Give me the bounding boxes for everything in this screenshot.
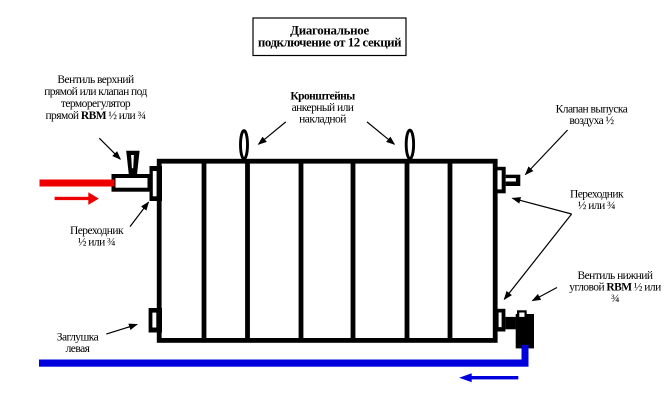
svg-text:Кронштейны: Кронштейны <box>290 90 355 102</box>
svg-text:Вентиль нижний: Вентиль нижний <box>578 270 653 282</box>
svg-text:воздуха ½: воздуха ½ <box>569 115 614 127</box>
svg-text:Клапан выпуска: Клапан выпуска <box>556 103 628 115</box>
svg-text:Вентиль верхний: Вентиль верхний <box>57 74 134 86</box>
svg-text:накладной: накладной <box>299 113 346 125</box>
svg-text:¾: ¾ <box>611 293 619 305</box>
svg-text:левая: левая <box>66 343 91 355</box>
svg-text:½ или ¾: ½ или ¾ <box>78 237 115 249</box>
svg-text:Переходник: Переходник <box>70 225 124 237</box>
svg-text:Переходник: Переходник <box>570 189 624 201</box>
svg-text:терморегулятор: терморегулятор <box>61 98 131 110</box>
svg-text:подключение от 12 секций: подключение от 12 секций <box>258 35 402 49</box>
svg-text:прямой или клапан под: прямой или клапан под <box>44 86 147 98</box>
svg-text:½ или ¾: ½ или ¾ <box>578 200 615 212</box>
svg-text:угловой RBM ½ или: угловой RBM ½ или <box>569 282 661 294</box>
svg-text:прямой RBM ½ или ¾: прямой RBM ½ или ¾ <box>45 110 145 122</box>
svg-text:Диагональное: Диагональное <box>290 24 369 38</box>
svg-text:анкерный или: анкерный или <box>292 102 354 114</box>
svg-text:Заглушка: Заглушка <box>57 332 99 344</box>
